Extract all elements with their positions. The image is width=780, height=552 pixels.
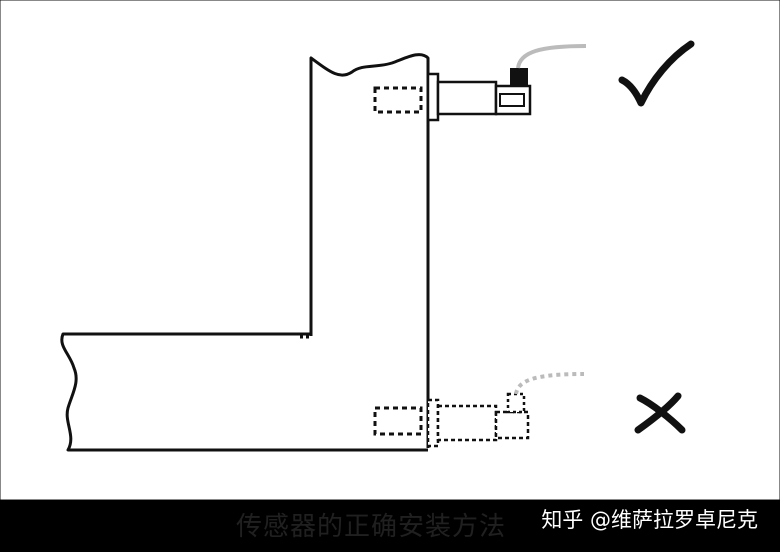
sensor-body-correct [436,80,498,116]
sensor-correct [373,44,587,122]
probe-inside-correct [373,86,423,114]
corner-joint-marker [300,326,313,339]
flange-wrong [426,398,440,448]
diagram-background [0,0,780,501]
cable-correct [516,44,587,69]
check-mark-icon [618,40,695,107]
watermark: 知乎 @维萨拉罗卓尼克 [541,508,758,532]
cross-mark-icon [634,392,686,434]
connector-wrong [506,392,526,414]
caption-bar [0,500,780,552]
figure-caption: 传感器的正确安装方法 [236,512,507,542]
sensor-head-step [499,93,525,107]
sensor-wrong [373,372,585,448]
connector-correct [510,68,528,86]
flange-correct [426,72,440,122]
probe-inside-wrong [373,406,423,436]
sensor-body-wrong [436,404,498,442]
sensor-head-wrong [494,410,530,440]
